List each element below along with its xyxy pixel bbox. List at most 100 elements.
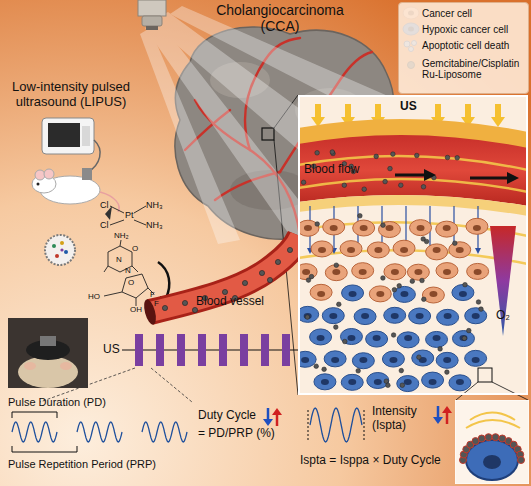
us-arrow-shaft xyxy=(465,104,471,118)
cancer-cell xyxy=(340,329,362,345)
liposome-dot xyxy=(485,434,492,441)
text-label: N xyxy=(125,266,131,275)
cancer-cell xyxy=(384,264,406,280)
cell-nucleus xyxy=(373,335,381,341)
liposome-dot xyxy=(424,239,429,244)
cancer-cell xyxy=(310,329,332,345)
mouse-part xyxy=(35,170,45,180)
liposome-icon xyxy=(45,235,75,265)
cancer-cell xyxy=(397,376,419,392)
us-arrow-shaft xyxy=(315,104,321,118)
cell-nucleus xyxy=(359,269,367,275)
mouse-part xyxy=(82,168,92,180)
text-label: Low-intensity pulsed ultrasound (LIPUS) xyxy=(0,80,142,110)
liposome-icon-part xyxy=(64,250,68,254)
text-label: O xyxy=(128,278,134,287)
liposome-dot xyxy=(287,247,292,252)
mouse-photo-part xyxy=(24,362,36,370)
cell-nucleus xyxy=(404,379,412,385)
cancer-cell xyxy=(407,264,429,280)
change-arrows-part xyxy=(272,408,282,415)
cisplatin-bonds-part xyxy=(110,220,124,225)
text-label: F xyxy=(154,299,159,308)
pulse-train-part xyxy=(135,334,290,366)
liposome-dot xyxy=(162,305,167,310)
mouse-photo-part xyxy=(8,318,88,388)
liposome-dot xyxy=(322,367,327,372)
liposome-dot xyxy=(334,325,339,330)
legend-text: Cancer cell xyxy=(422,8,526,19)
vessel-liposomes xyxy=(162,247,292,312)
cancer-cell xyxy=(449,242,471,258)
text-label: OH xyxy=(130,305,142,314)
liposome-dot xyxy=(383,179,388,184)
text-label: N xyxy=(116,255,122,264)
cell-nucleus xyxy=(443,357,451,363)
mouse-photo-part xyxy=(60,362,72,370)
cell-nucleus xyxy=(473,225,481,231)
cancer-cell xyxy=(384,307,406,323)
text-label: Pulse Repetition Period (PRP) xyxy=(8,458,156,471)
cisplatin-bonds-part xyxy=(134,220,146,225)
zoom-liposome-part xyxy=(460,434,525,464)
cell-nucleus xyxy=(429,291,437,297)
liposome-dot xyxy=(388,166,393,171)
mouse-photo-part xyxy=(18,356,78,388)
blood-vessel-part xyxy=(150,236,300,312)
cancer-cell xyxy=(382,351,404,367)
cell-nucleus xyxy=(330,225,338,231)
cancer-cell xyxy=(366,331,388,347)
liposome-dot xyxy=(305,315,310,320)
inset-illustration-part xyxy=(424,169,436,181)
blood-vessel xyxy=(142,236,300,326)
cancer-cell xyxy=(426,244,448,260)
blood-vessel-part xyxy=(150,236,300,312)
cell-nucleus xyxy=(304,313,312,319)
inset-illustration-part xyxy=(490,226,516,336)
cancer-cell xyxy=(449,375,471,391)
lipus-device xyxy=(42,118,100,172)
cancer-cell xyxy=(310,284,332,300)
lipus-device-part xyxy=(42,118,94,154)
cell-nucleus xyxy=(443,269,451,275)
brackets-part xyxy=(12,446,77,452)
liposome-dot xyxy=(415,153,420,158)
liposome-dot xyxy=(518,457,525,464)
cancer-cell xyxy=(352,263,374,279)
liposome-dot xyxy=(399,368,404,373)
cell-nucleus xyxy=(433,335,441,341)
pulse-train-part xyxy=(151,368,192,402)
mouse-part xyxy=(37,183,40,186)
liposome-dot xyxy=(334,263,339,268)
cancer-cell xyxy=(352,353,374,369)
change-arrows-part xyxy=(442,406,452,413)
inset-illustration-part xyxy=(470,177,508,180)
cancer-cell xyxy=(467,263,489,279)
liposome-dot xyxy=(315,151,320,156)
panel-text: US xyxy=(400,100,417,113)
cancer-cell xyxy=(422,372,444,388)
pulse-train-part xyxy=(122,349,305,350)
ultrasound-beams-part xyxy=(140,28,240,244)
liposome-dot xyxy=(492,434,499,441)
text-label: F xyxy=(150,290,155,299)
cancer-cell xyxy=(410,220,432,236)
pulse-waveforms xyxy=(12,408,362,442)
inset-illustration-part xyxy=(478,368,492,382)
us-arrow-shaft xyxy=(435,104,441,118)
cell-nucleus xyxy=(459,291,467,297)
liposome-dot xyxy=(182,300,187,305)
cisplatin-bonds-part xyxy=(110,206,124,213)
liposome-dot xyxy=(386,383,391,388)
panel-text: Blood flow xyxy=(304,163,359,176)
us-arrow-shaft xyxy=(375,104,381,118)
cell-nucleus xyxy=(302,269,310,275)
cell-nucleus xyxy=(459,335,467,341)
pulse-bar xyxy=(177,334,185,366)
liposome-dot xyxy=(343,339,348,344)
gemcitabine-bonds-part xyxy=(136,298,137,306)
cell-nucleus xyxy=(456,379,464,385)
liposome-dot xyxy=(392,287,397,292)
cancer-cell xyxy=(466,218,488,234)
